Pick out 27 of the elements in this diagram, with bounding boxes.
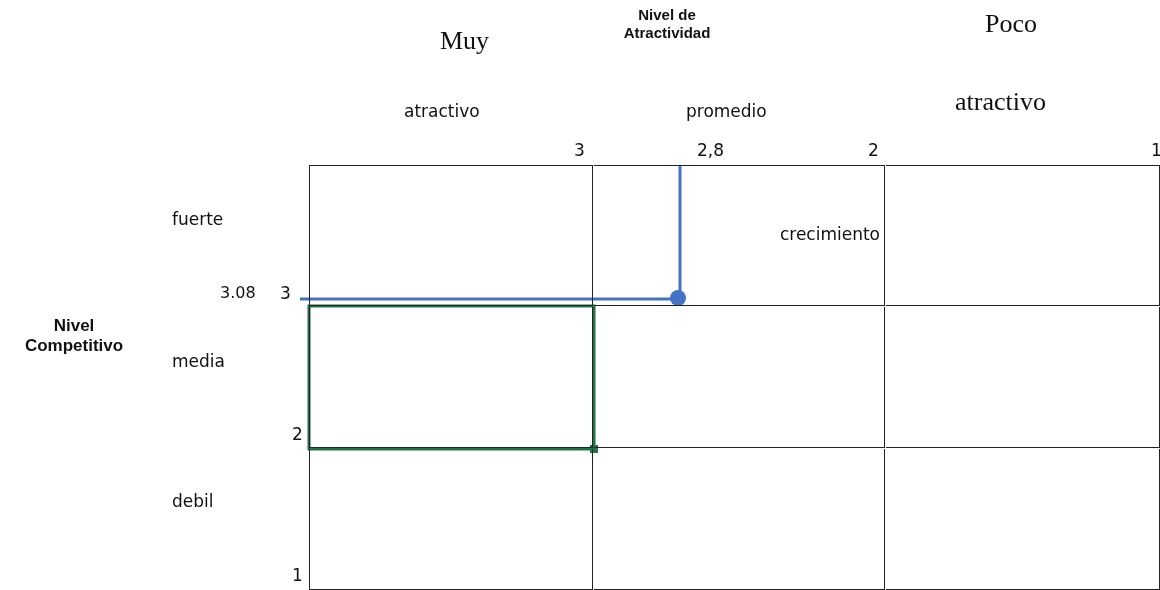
axis-label: debil (172, 491, 214, 512)
axis-label: Nivel de Atractividad (622, 6, 712, 42)
axis-label: 2,8 (697, 140, 725, 161)
axis-label: Nivel Competitivo (23, 316, 125, 357)
axis-label: promedio (686, 101, 767, 122)
axis-label: 1 (292, 565, 303, 586)
matrix-cell (309, 449, 593, 590)
axis-label: 3.08 (220, 283, 256, 303)
matrix-cell (309, 165, 593, 306)
axis-label: Poco (985, 8, 1037, 40)
matrix-cell (594, 307, 885, 448)
axis-label: 2 (868, 140, 879, 161)
axis-label: 3 (574, 140, 585, 161)
axis-label: fuerte (172, 209, 224, 230)
matrix-cell (886, 449, 1160, 590)
axis-label: 2 (292, 424, 303, 445)
axis-label: 3 (280, 283, 291, 304)
axis-label: 1 (1151, 140, 1160, 161)
matrix-cell (594, 165, 885, 306)
matrix-cell (594, 449, 885, 590)
axis-label: atractivo (955, 86, 1046, 118)
cell-label: crecimiento (779, 224, 880, 244)
axis-label: Muy (440, 25, 490, 57)
axis-label: media (172, 351, 225, 372)
matrix-cell (886, 165, 1160, 306)
matrix-cell (886, 307, 1160, 448)
axis-label: atractivo (404, 101, 480, 122)
